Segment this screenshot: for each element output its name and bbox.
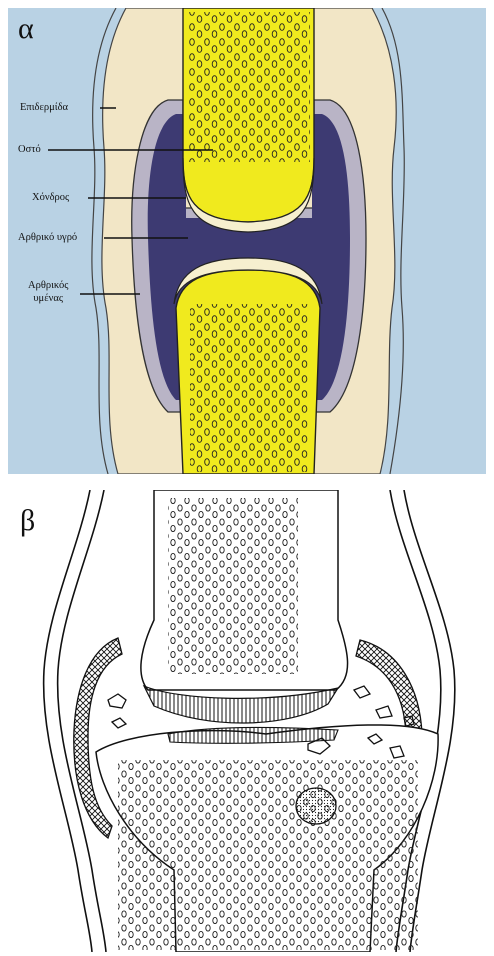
label-membrane-line1: Αρθρικός	[28, 279, 68, 292]
label-synovial-fluid: Αρθρικό υγρό	[18, 231, 77, 244]
healthy-joint-diagram	[8, 8, 486, 474]
label-bone: Οστό	[18, 143, 41, 156]
label-membrane-line2: υμένας	[28, 292, 68, 305]
bone-cyst	[296, 788, 336, 824]
panel-b-letter: β	[20, 506, 35, 536]
label-epidermis: Επιδερμίδα	[20, 101, 68, 114]
label-cartilage: Χόνδρος	[32, 191, 69, 204]
panel-a-healthy-joint: α Επιδερμίδα Οστό Χόνδρος Αρθρικό υγρό Α…	[8, 8, 486, 474]
label-membrane: Αρθρικός υμένας	[28, 279, 68, 305]
upper-cartilage-worn	[144, 686, 338, 723]
diseased-joint-diagram	[8, 490, 486, 952]
panel-a-letter: α	[18, 14, 34, 44]
panel-b-diseased-joint: β	[8, 490, 486, 952]
lower-cartilage-worn	[168, 727, 338, 743]
